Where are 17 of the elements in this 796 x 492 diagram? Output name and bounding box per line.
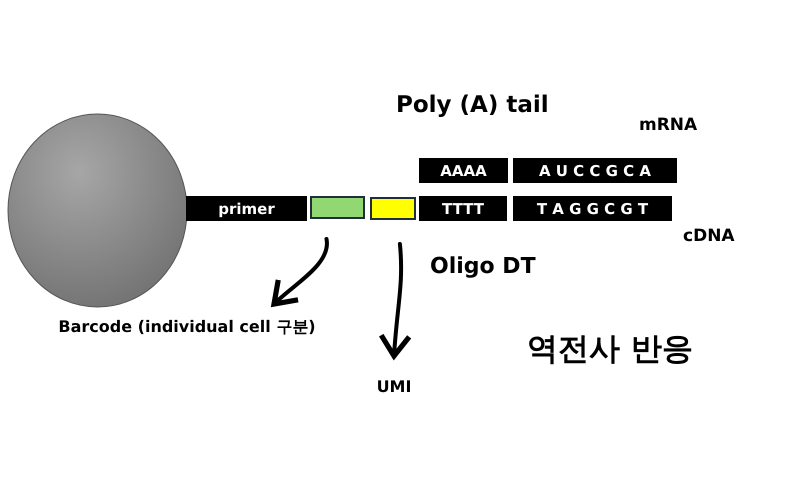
text-label: Barcode (individual cell 구분) — [26, 312, 348, 342]
umi-box — [370, 197, 416, 220]
text-label: UMI — [368, 372, 420, 400]
sequence-bar: AAAA — [419, 158, 508, 183]
barcode-box — [310, 196, 365, 219]
sequence-bar: A U C C G C A — [513, 158, 677, 183]
bead-circle — [7, 113, 188, 308]
text-label: Oligo DT — [430, 254, 536, 279]
text-label: mRNA — [639, 115, 698, 135]
arrow — [378, 242, 412, 359]
arrow — [271, 237, 329, 307]
text-label: 역전사 반응 — [527, 330, 693, 369]
sequence-bar: T A G G C G T — [513, 196, 672, 221]
text-label: cDNA — [683, 226, 735, 246]
sequence-bar: primer — [186, 196, 307, 221]
sequence-bar: TTTT — [419, 196, 507, 221]
text-label: Poly (A) tail — [396, 92, 549, 118]
